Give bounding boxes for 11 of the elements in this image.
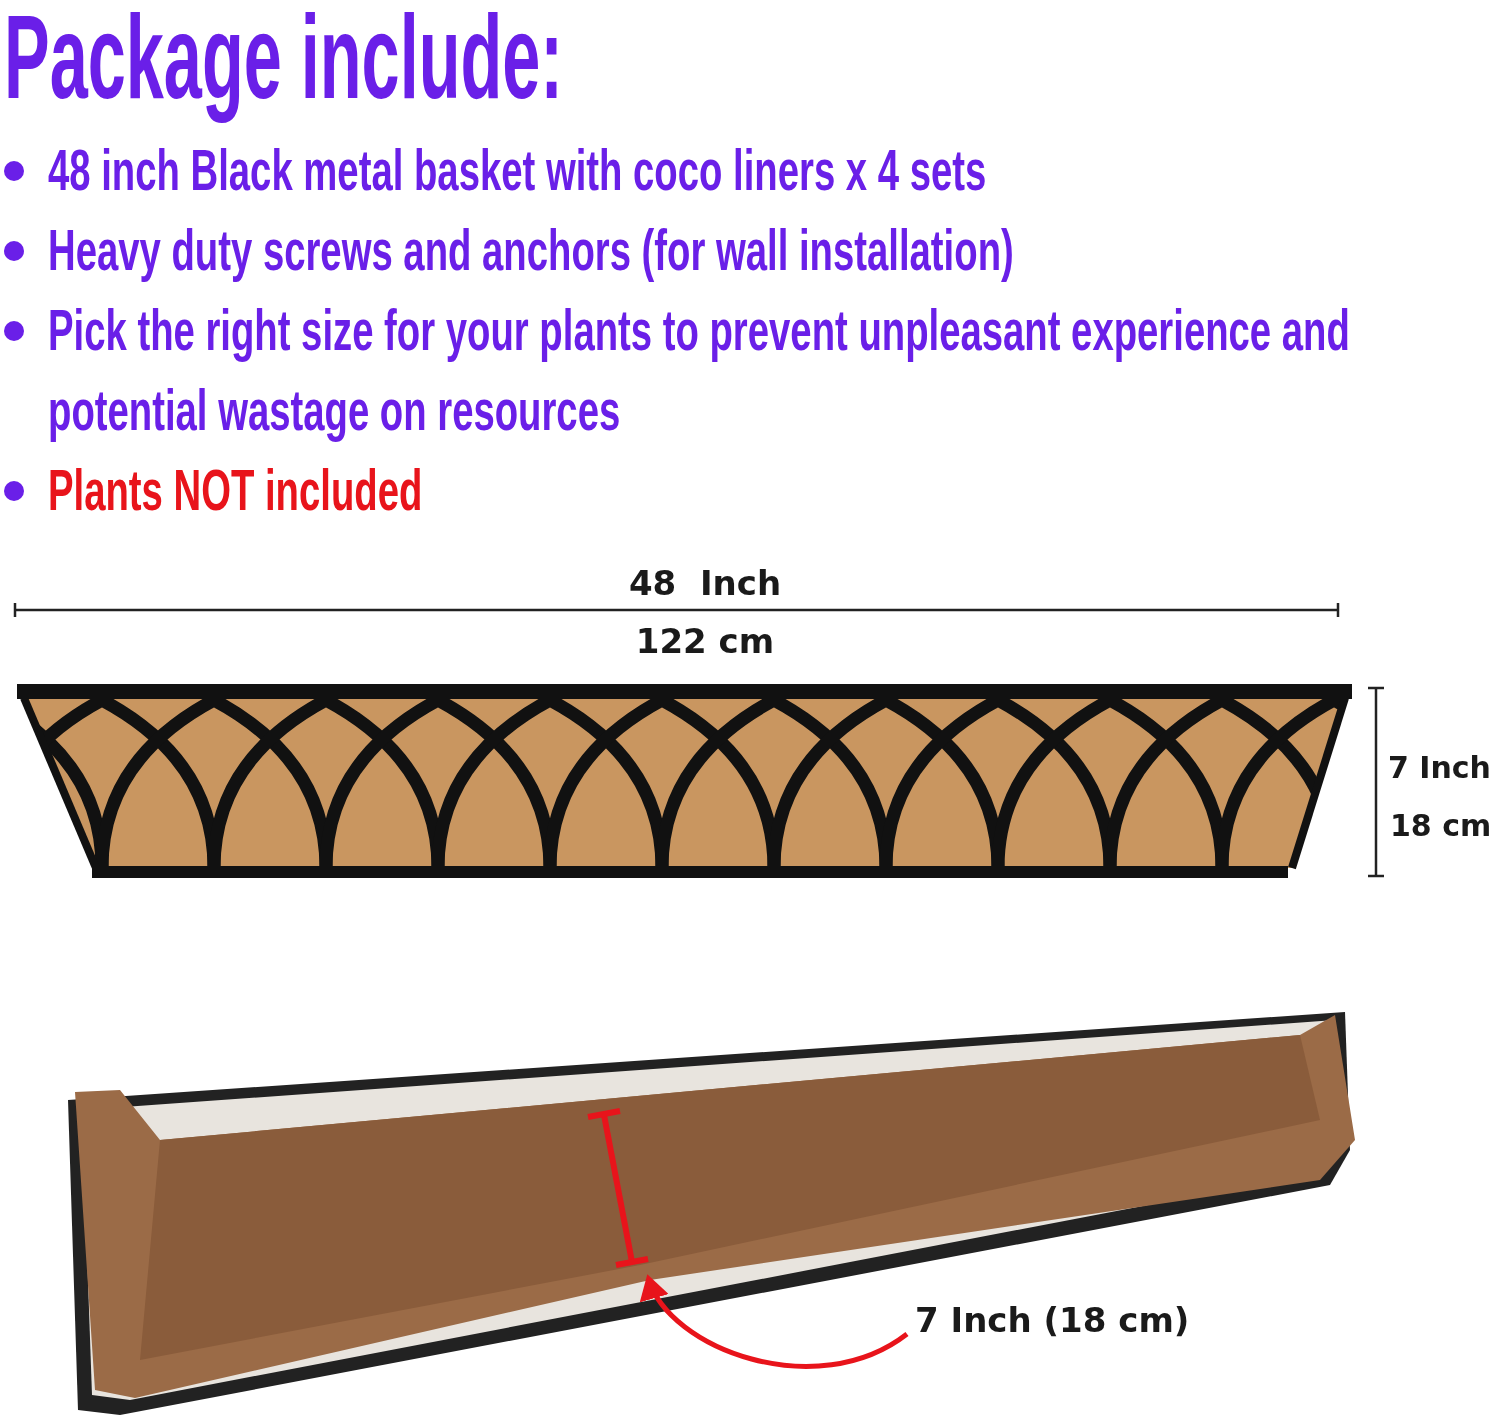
bullet-text: Heavy duty screws and anchors (for wall installation) xyxy=(48,216,1015,284)
dimension-label: 7 Inch (18 cm) xyxy=(915,1300,1190,1340)
dimension-label: 7 Inch xyxy=(1388,750,1491,785)
dimension-label: 48 Inch xyxy=(627,563,783,603)
bullet-text: Pick the right size for your plants to prevent unpleasant experience and potential wastage on resources xyxy=(48,296,1351,444)
title: Package include: xyxy=(4,0,564,122)
dimension-label: 18 cm xyxy=(1390,808,1492,843)
bullet-text: 48 inch Black metal basket with coco liners x 4 sets xyxy=(48,136,988,204)
bullet-text: Plants NOT included xyxy=(48,456,424,524)
dimension-label: 122 cm xyxy=(634,621,776,661)
curved-arrow xyxy=(643,1274,909,1369)
